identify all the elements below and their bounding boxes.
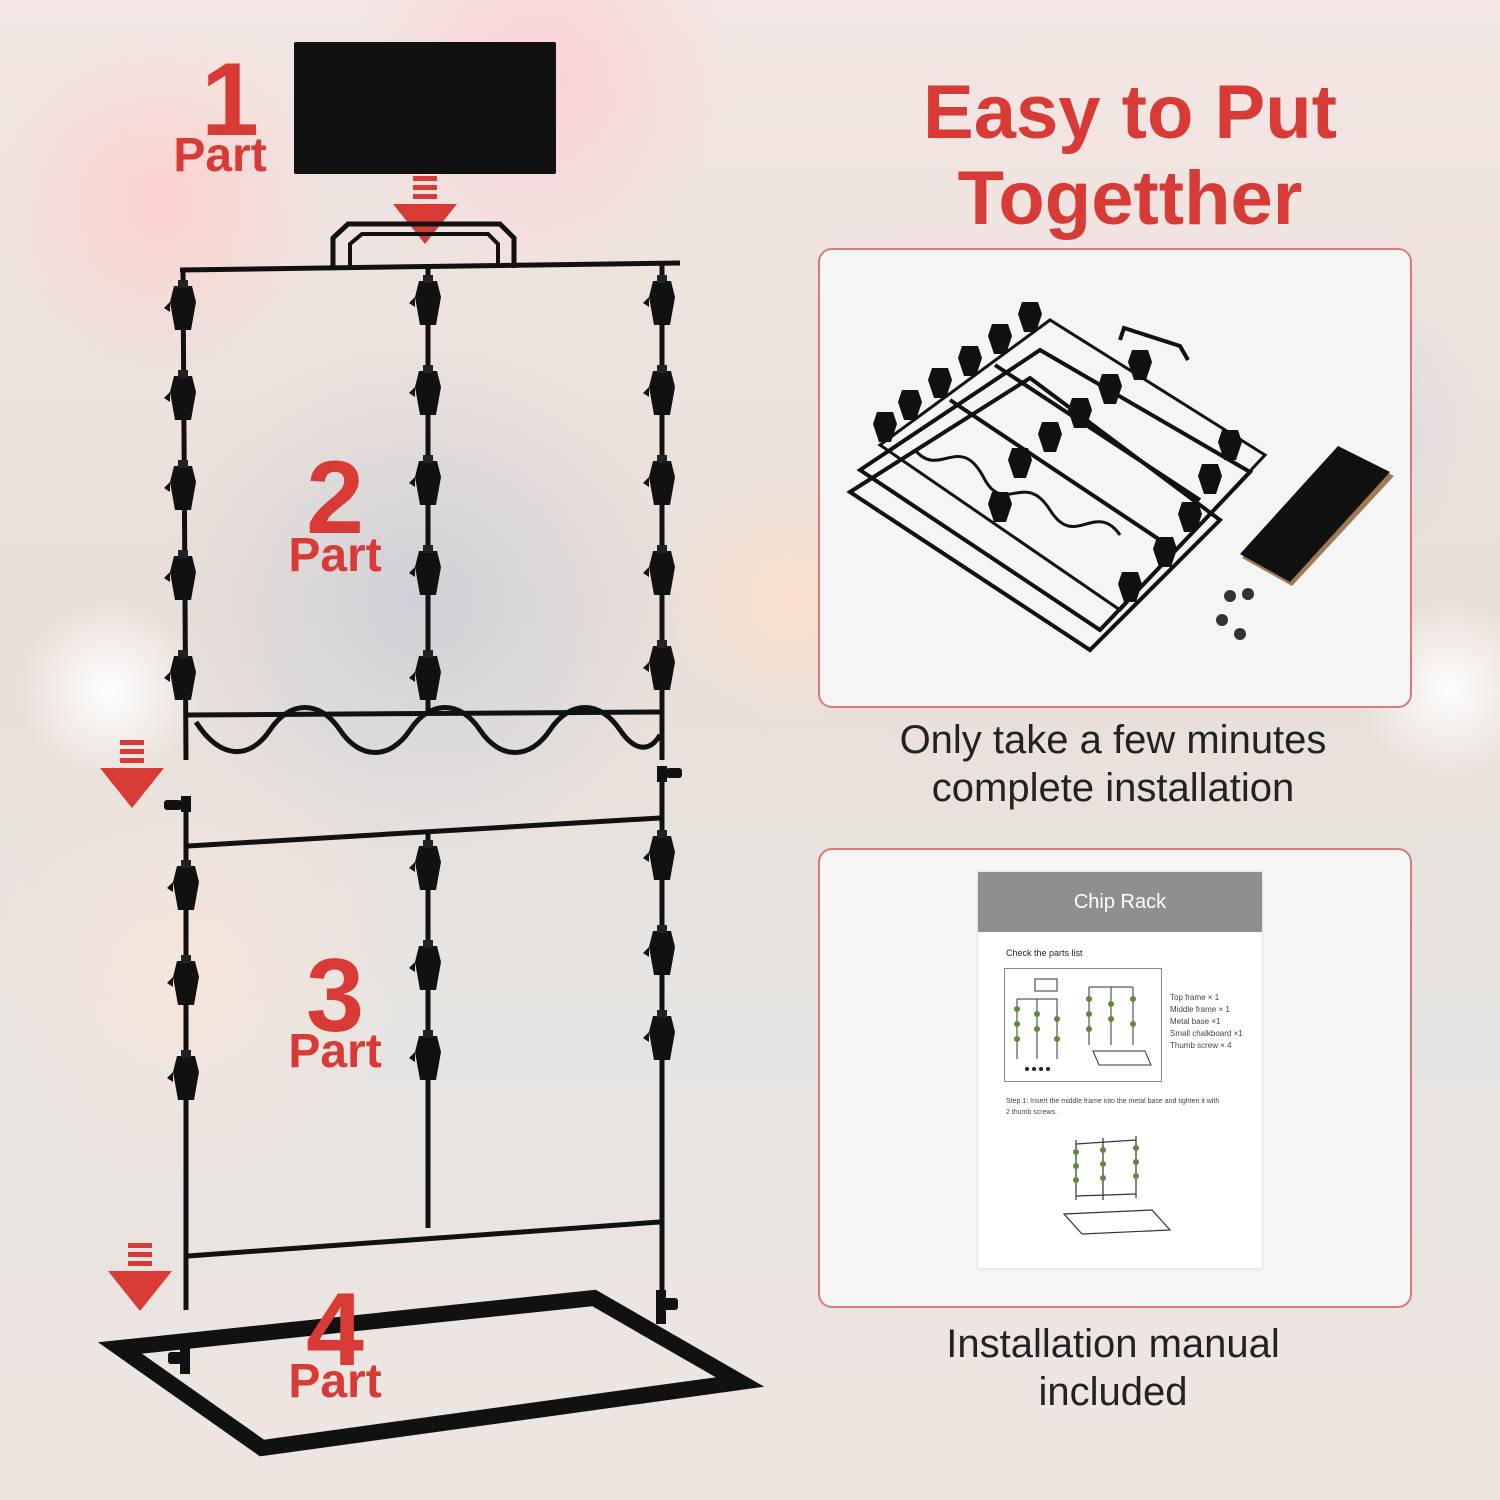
manual-part-item: Metal base ×1	[1170, 1017, 1221, 1026]
card2-caption: Installation manual included	[818, 1320, 1408, 1416]
folded-rack-photo	[820, 250, 1410, 706]
manual-section-title: Check the parts list	[1006, 948, 1083, 958]
card2-caption-line-1: Installation manual	[946, 1322, 1280, 1366]
rack-assembly-illustration	[97, 42, 765, 1457]
manual-step-1-line-2: 2 thumb screws.	[1006, 1109, 1057, 1116]
manual-step-1-line-1: Step 1: Insert the middle frame into the…	[1006, 1098, 1220, 1105]
metal-base-part	[97, 1289, 765, 1457]
manual-part-item: Thumb screw × 4	[1170, 1041, 1232, 1050]
part-3-number: 3	[306, 938, 364, 1054]
folded-rack-card	[818, 248, 1412, 708]
installation-manual: Chip Rack Check the parts list	[978, 872, 1262, 1268]
manual-card: Chip Rack Check the parts list	[818, 848, 1412, 1308]
headline: Easy to Put Togetther	[830, 70, 1430, 242]
chalkboard-piece	[1240, 446, 1394, 586]
chalkboard-part	[294, 42, 556, 174]
thumb-screws	[1216, 588, 1254, 640]
part-2-label: Part	[288, 529, 382, 582]
manual-parts-list: Top frame × 1 Middle frame × 1 Metal bas…	[1170, 992, 1243, 1052]
card1-caption-line-2: complete installation	[931, 766, 1295, 810]
part-1-number: 1	[201, 42, 259, 158]
part-4-number: 4	[306, 1272, 364, 1388]
middle-frame-clips	[167, 830, 675, 1100]
card1-caption: Only take a few minutes complete install…	[818, 716, 1408, 812]
card2-caption-line-2: included	[1038, 1370, 1188, 1414]
card1-caption-line-1: Only take a few minutes	[899, 718, 1327, 762]
part-3-label: Part	[288, 1025, 382, 1078]
manual-part-item: Top frame × 1	[1170, 993, 1220, 1002]
manual-step-1: Step 1: Insert the middle frame into the…	[1006, 1096, 1219, 1118]
manual-part-item: Middle frame × 1	[1170, 1005, 1230, 1014]
part-2-number: 2	[306, 440, 364, 556]
top-frame-clips	[164, 275, 675, 700]
part-4-label: Part	[288, 1355, 382, 1408]
arrow-down-icon	[108, 1243, 172, 1311]
headline-line-1: Easy to Put	[923, 70, 1337, 155]
manual-part-item: Small chalkboard ×1	[1170, 1029, 1243, 1038]
headline-line-2: Togetther	[957, 156, 1303, 241]
manual-step-illustration	[1062, 1136, 1172, 1235]
manual-title: Chip Rack	[978, 872, 1262, 932]
manual-parts-figure	[1004, 968, 1162, 1082]
part-1-label: Part	[173, 129, 267, 182]
manual-parts-illustration	[1014, 978, 1152, 1071]
arrow-down-icon	[100, 740, 164, 808]
